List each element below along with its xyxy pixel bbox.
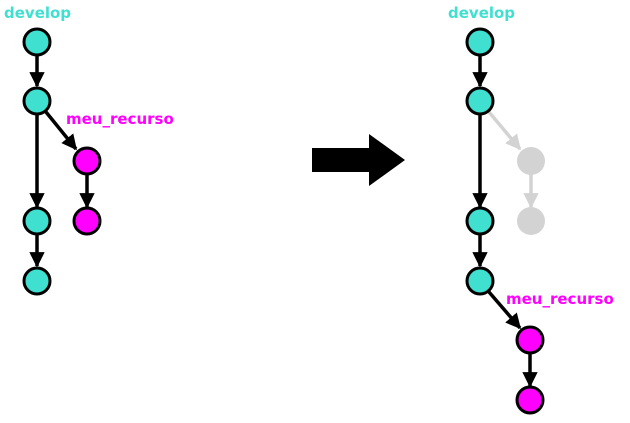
after-edge-d4-f1 [487, 290, 522, 330]
before-develop-commit-2 [22, 86, 52, 116]
before-feature-commit-1 [72, 146, 102, 176]
before-develop-commit-1 [22, 27, 52, 57]
after-develop-commit-1 [465, 27, 495, 57]
before-graph: develop meu_recurso [4, 4, 174, 296]
before-feature-commit-2 [72, 206, 102, 236]
after-feature-label: meu_recurso [506, 290, 614, 308]
ghost-feature-commit-2 [517, 207, 545, 235]
transition-arrow [312, 134, 405, 186]
before-develop-label: develop [4, 4, 71, 22]
after-graph: develop meu_recurso [448, 4, 614, 415]
after-develop-commit-3 [465, 206, 495, 236]
after-develop-label: develop [448, 4, 515, 22]
after-develop-commit-4 [465, 266, 495, 296]
before-edge-d2-f1 [44, 110, 78, 151]
before-develop-commit-4 [22, 266, 52, 296]
before-develop-commit-3 [22, 206, 52, 236]
after-develop-commit-2 [465, 86, 495, 116]
ghost-feature-commit-1 [517, 147, 545, 175]
after-feature-commit-2 [515, 385, 545, 415]
ghost-edge-d2-f1 [487, 110, 522, 151]
after-feature-commit-1 [515, 325, 545, 355]
before-feature-label: meu_recurso [66, 110, 174, 128]
